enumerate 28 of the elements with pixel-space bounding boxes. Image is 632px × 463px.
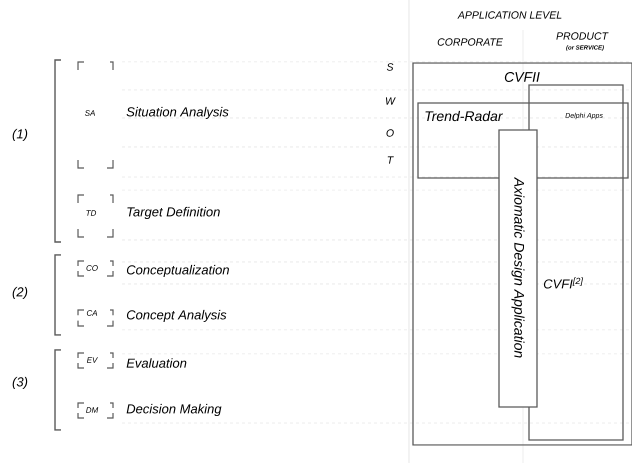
step-code: CO [86,265,98,271]
step-name: Conceptualization [126,264,229,278]
phase-number: (2) [12,286,28,300]
swot-letter: W [386,97,396,105]
swot-letter: T [388,156,394,164]
step-code: DM [86,407,98,413]
step-name: Concept Analysis [126,310,226,322]
box-label: CVFII [504,72,540,82]
step-name: Situation Analysis [126,106,229,120]
step-name: Target Definition [127,206,220,220]
step-code: EV [86,357,98,363]
header-text: APPLICATION LEVEL [457,11,562,19]
swot-letter: O [386,129,394,137]
step-code: SA [84,110,95,116]
phase-number: (3) [12,376,28,390]
box-label: Axiomatic Design Application [511,177,525,358]
phase-number: (1) [12,128,28,142]
box-label: CVFI$^{[2]}$ [544,277,584,289]
step-code: TD [86,210,96,216]
column-header: PRODUCT [556,32,609,40]
swot-letter: S [386,63,394,71]
process-box [498,129,538,408]
process-box [417,102,629,179]
step-name: Evaluation [126,358,186,368]
step-code: CA [86,310,98,316]
box-label: Trend-Radar [425,110,503,122]
column-header: CORPORATE [438,38,503,46]
step-name: Decision Making [126,404,222,416]
